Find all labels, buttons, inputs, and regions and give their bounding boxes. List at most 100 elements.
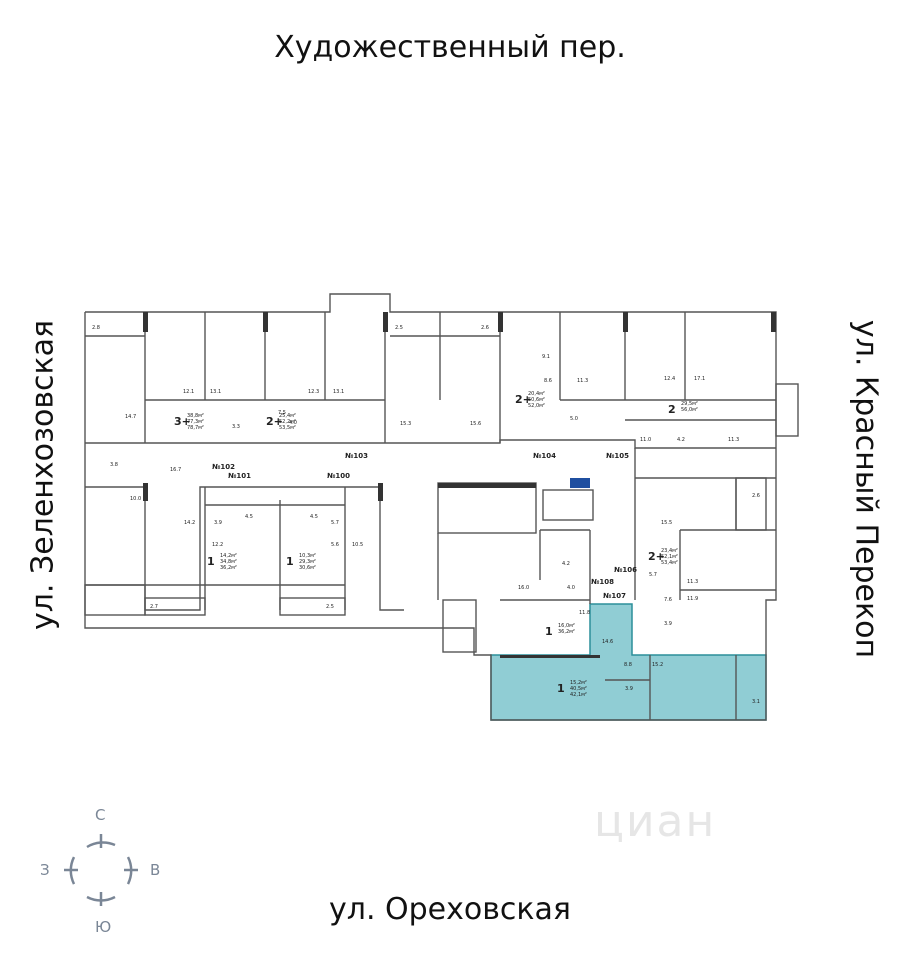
room-area: 3.9 — [214, 520, 222, 526]
room-area: 17.1 — [694, 376, 705, 382]
room-area: 3.9 — [625, 686, 633, 692]
room-area: 3.3 — [232, 424, 240, 430]
room-area: 5.7 — [331, 520, 339, 526]
apartment-total-area: 50,6м² — [528, 397, 545, 403]
room-area: 16.7 — [170, 467, 181, 473]
building-walls — [84, 293, 799, 721]
apartment-living-area: 10,3м² — [299, 553, 316, 559]
apartment-total-area-alt: 53,5м² — [279, 425, 296, 431]
corridor-wall-bottom — [85, 486, 404, 611]
room-area: 3.8 — [110, 462, 118, 468]
section-number: №103 — [345, 452, 368, 460]
room-area: 14.7 — [125, 414, 136, 420]
street-label-south: ул. Ореховская — [329, 892, 571, 927]
compass-west-label: З — [40, 861, 50, 879]
room-area: 10.5 — [352, 542, 363, 548]
room-area: 10.0 — [130, 496, 141, 502]
apartment-rooms: 1 — [545, 625, 553, 638]
balcony — [144, 597, 206, 616]
room-area: 4.2 — [677, 437, 685, 443]
column — [623, 312, 628, 332]
room-area: 13.1 — [333, 389, 344, 395]
column — [500, 655, 600, 658]
apartment-rooms: 3+ — [174, 415, 191, 428]
apartment-total-area-alt: 53,4м² — [661, 560, 678, 566]
apartment-living-area: 20,4м² — [528, 391, 545, 397]
room-area: 11.3 — [728, 437, 739, 443]
corridor-wall-top — [85, 439, 776, 449]
apartment-rooms: 2+ — [515, 393, 532, 406]
room-area: 15.5 — [661, 520, 672, 526]
room-area: 11.0 — [640, 437, 651, 443]
room-area: 15.3 — [400, 421, 411, 427]
section-number: №104 — [533, 452, 556, 460]
column — [498, 312, 503, 332]
room-area: 5.0 — [570, 416, 578, 422]
outer-wall — [84, 293, 777, 721]
room-area: 5.6 — [331, 542, 339, 548]
compass-south-label: Ю — [95, 918, 112, 936]
room-area: 12.1 — [183, 389, 194, 395]
balcony — [279, 597, 346, 616]
apartment-living-area: 25,4м² — [279, 413, 296, 419]
stairwell — [437, 482, 537, 534]
room-area: 2.5 — [395, 325, 403, 331]
apartment-total-area: 36,2м² — [558, 629, 575, 635]
apartment-total-area: 52,1м² — [661, 554, 678, 560]
room-area: 4.0 — [289, 420, 297, 426]
apartment-total-area: 29,3м² — [299, 559, 316, 565]
room-area: 11.9 — [687, 596, 698, 602]
balcony — [735, 477, 767, 531]
apartment-rooms: 1 — [207, 555, 215, 568]
compass-rose — [64, 834, 138, 906]
room-area: 11.3 — [577, 378, 588, 384]
section-number: №102 — [212, 463, 235, 471]
room-area: 9.1 — [542, 354, 550, 360]
apartment-total-area-alt: 78,7м² — [187, 425, 204, 431]
elevator-shaft — [542, 489, 594, 521]
room-area: 11.3 — [687, 579, 698, 585]
room-area: 12.3 — [308, 389, 319, 395]
room-area: 12.2 — [212, 542, 223, 548]
apartment-rooms: 1 — [286, 555, 294, 568]
room-area: 4.2 — [562, 561, 570, 567]
apartment-total-area: 34,8м² — [220, 559, 237, 565]
apartment-living-area: 15,2м² — [570, 680, 587, 686]
apartment-total-area: 77,3м² — [187, 419, 204, 425]
section-number: №108 — [591, 578, 614, 586]
apartment-living-area: 16,0м² — [558, 623, 575, 629]
room-area: 12.4 — [664, 376, 675, 382]
column — [263, 312, 268, 332]
apartment-total-area-alt: 30,6м² — [299, 565, 316, 571]
room-area: 4.5 — [310, 514, 318, 520]
street-label-north: Художественный пер. — [274, 30, 626, 65]
column — [570, 478, 590, 488]
apartment-rooms: 2 — [668, 403, 676, 416]
room-area: 7.5 — [278, 410, 286, 416]
apartment-total-area-alt: 52,0м² — [528, 403, 545, 409]
room-area: 3.1 — [752, 699, 760, 705]
apartment-living-area: 38,8м² — [187, 413, 204, 419]
room-area: 4.5 — [245, 514, 253, 520]
room-area: 2.7 — [150, 604, 158, 610]
apartment-rooms: 2+ — [648, 550, 665, 563]
column — [771, 312, 776, 332]
compass-north-label: С — [95, 806, 106, 824]
section-number: №105 — [606, 452, 629, 460]
apartment-total-area: 40,5м² — [570, 686, 587, 692]
apartment-total-area: 52,2м² — [279, 419, 296, 425]
column — [378, 483, 383, 501]
room-area: 16.0 — [518, 585, 529, 591]
apartment-rooms: 1 — [557, 682, 565, 695]
apartment-total-area-alt: 42,1м² — [570, 692, 587, 698]
room-area: 14.2 — [184, 520, 195, 526]
room-area: 15.2 — [652, 662, 663, 668]
apartment-total-area-alt: 36,2м² — [220, 565, 237, 571]
column — [438, 483, 536, 488]
room-area: 2.6 — [752, 493, 760, 499]
section-number: №101 — [228, 472, 251, 480]
balcony — [84, 584, 146, 616]
